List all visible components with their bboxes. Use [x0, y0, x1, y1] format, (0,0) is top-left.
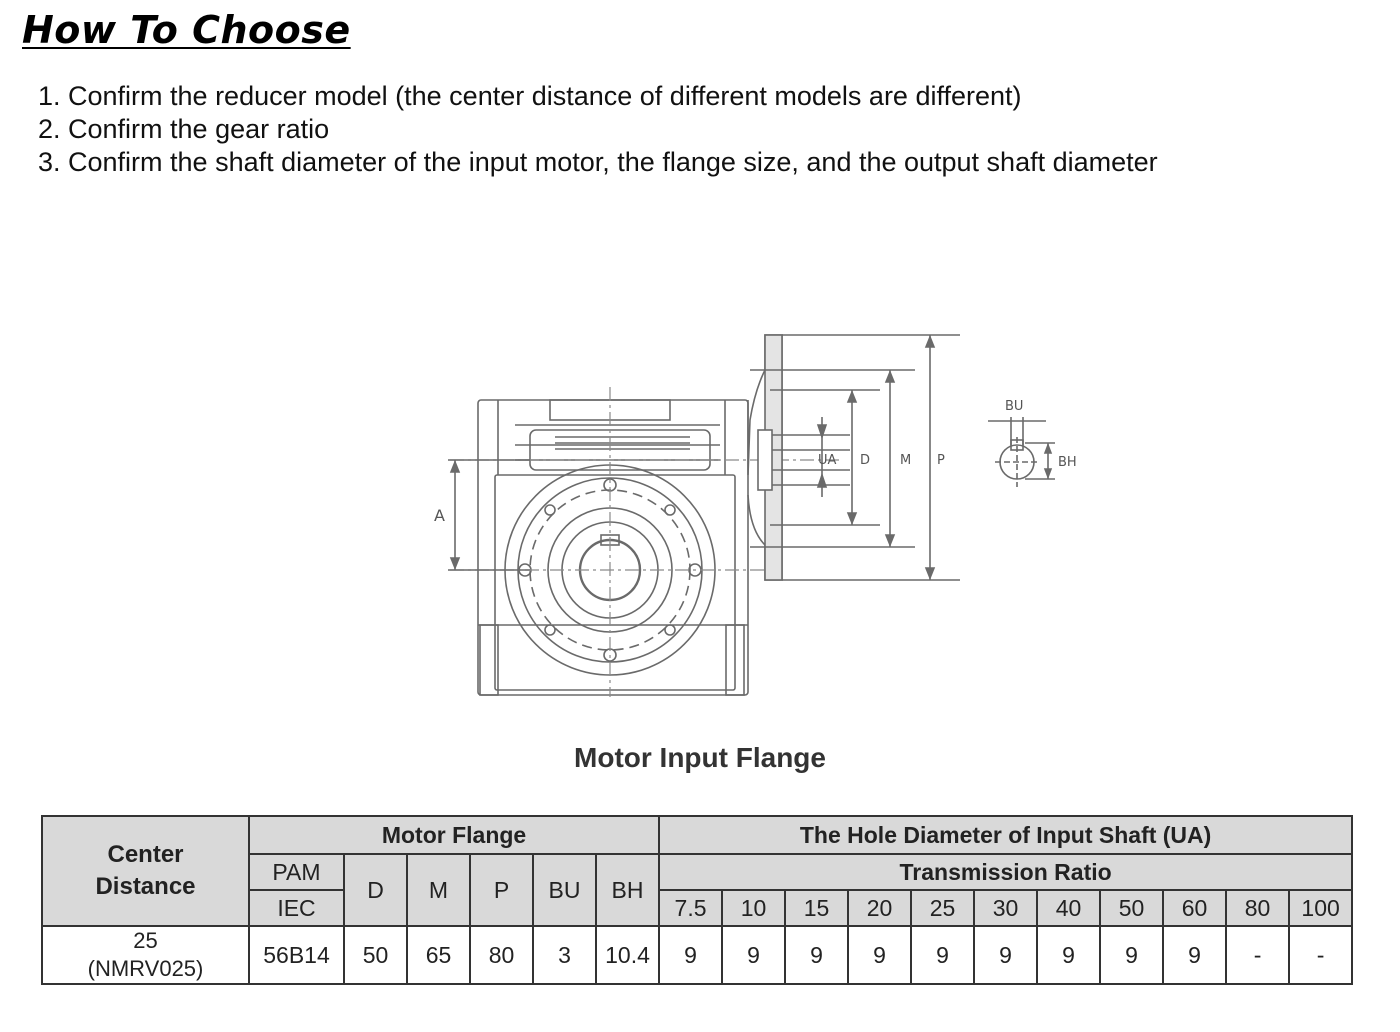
header-m: M [406, 853, 471, 927]
header-ratio: 50 [1099, 889, 1165, 927]
dimension-a [448, 459, 530, 571]
header-ratio: 7.5 [658, 889, 724, 927]
header-bh: BH [594, 853, 661, 927]
header-d: D [343, 853, 408, 927]
cell-ua: 9 [1099, 925, 1165, 985]
header-ratio: 10 [721, 889, 787, 927]
cell-center-distance: 25 (NMRV025) [41, 925, 250, 985]
step-item: 2. Confirm the gear ratio [38, 114, 330, 144]
cell-ua: 9 [1036, 925, 1102, 985]
label-a: A [434, 506, 445, 525]
cell-d: 50 [343, 925, 408, 985]
header-ratio: 25 [910, 889, 976, 927]
header-ratio: 20 [847, 889, 913, 927]
header-pam: PAM [248, 853, 345, 891]
header-ratio: 60 [1162, 889, 1228, 927]
cell-ua: 9 [784, 925, 850, 985]
header-ratio: 30 [973, 889, 1039, 927]
cell-p: 80 [469, 925, 534, 985]
header-ratio: 15 [784, 889, 850, 927]
label-m: M [900, 453, 911, 468]
keyway-detail [988, 417, 1055, 487]
label-d: D [860, 453, 870, 468]
cell-bh: 10.4 [594, 925, 661, 985]
cell-ua: 9 [910, 925, 976, 985]
header-ratio: 80 [1225, 889, 1291, 927]
reducer-drawing-svg: A UA D M P BU BH [434, 334, 1077, 697]
header-bu: BU [532, 853, 597, 927]
reducer-drawing: A UA D M P BU BH [420, 325, 1100, 705]
flange-side-view [747, 334, 960, 581]
page-heading: How To Choose [22, 8, 351, 52]
label-bu: BU [1005, 399, 1023, 414]
drawing-labels: A UA D M P BU BH [434, 399, 1077, 525]
label-bh: BH [1058, 455, 1077, 470]
label-ua: UA [818, 453, 837, 468]
header-ratio: 40 [1036, 889, 1102, 927]
step-item: 3. Confirm the shaft diameter of the inp… [38, 147, 1158, 177]
table-row: 25 (NMRV025) 56B14 50 65 80 3 10.4 9 9 9… [41, 925, 1354, 985]
header-iec: IEC [248, 889, 345, 927]
cell-ua: 9 [973, 925, 1039, 985]
spec-table: Center Distance Motor Flange The Hole Di… [41, 815, 1354, 985]
steps-list: 1. Confirm the reducer model (the center… [38, 80, 1188, 179]
drawing-caption: Motor Input Flange [574, 742, 826, 773]
header-p: P [469, 853, 534, 927]
cell-ua: 9 [1162, 925, 1228, 985]
header-center-distance: Center Distance [41, 815, 250, 927]
header-hole-diameter: The Hole Diameter of Input Shaft (UA) [658, 815, 1354, 855]
flange-dimensions [816, 334, 936, 581]
header-motor-flange: Motor Flange [247, 815, 661, 855]
cell-m: 65 [406, 925, 471, 985]
label-p: P [937, 453, 945, 468]
cell-pam-iec: 56B14 [248, 925, 345, 985]
step-item: 1. Confirm the reducer model (the center… [38, 81, 1022, 111]
header-transmission-ratio: Transmission Ratio [658, 853, 1354, 891]
cell-bu: 3 [532, 925, 597, 985]
cell-ua: - [1225, 925, 1291, 985]
cell-ua: 9 [847, 925, 913, 985]
cell-ua: 9 [658, 925, 724, 985]
header-ratio: 100 [1288, 889, 1354, 927]
cell-ua: 9 [721, 925, 787, 985]
cell-ua: - [1288, 925, 1354, 985]
